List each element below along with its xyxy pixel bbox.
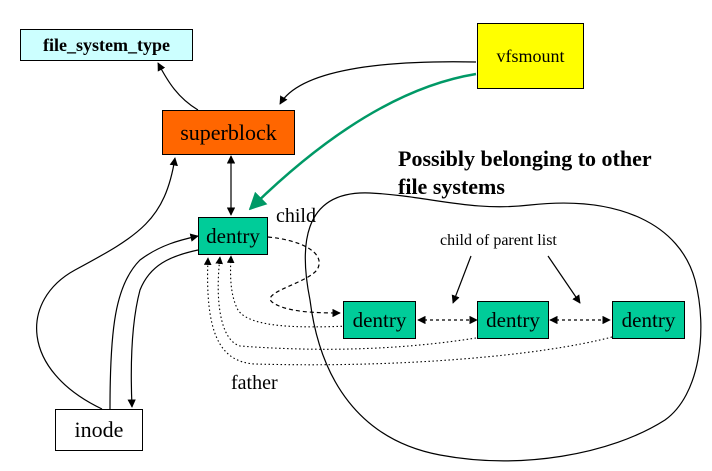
arrow-vfsmount-to-dentry bbox=[248, 72, 477, 211]
arrow-vfsmount-to-superblock bbox=[279, 61, 477, 105]
arrow-dentry-to-inode bbox=[127, 249, 199, 408]
dentry-main-label: dentry bbox=[206, 223, 260, 248]
file-system-type-box: file_system_type bbox=[20, 29, 193, 61]
arrow-father-link-1 bbox=[226, 255, 351, 328]
dentry-sibling-3-label: dentry bbox=[621, 307, 676, 332]
arrow-list-to-sibling-1 bbox=[451, 255, 472, 304]
inode-box: inode bbox=[55, 409, 143, 451]
child-label: child bbox=[276, 205, 316, 227]
arrow-father-link-3 bbox=[203, 257, 613, 366]
child-of-parent-list-label: child of parent list bbox=[440, 232, 557, 249]
region-title-line-2: file systems bbox=[398, 174, 505, 199]
arrow-inode-to-dentry bbox=[109, 233, 199, 410]
vfsmount-box: vfsmount bbox=[477, 23, 584, 89]
dentry-sibling-1-box: dentry bbox=[343, 301, 416, 339]
dentry-sibling-2-label: dentry bbox=[486, 307, 540, 332]
superblock-box: superblock bbox=[162, 110, 295, 155]
father-label: father bbox=[231, 372, 278, 394]
other-filesystems-region bbox=[304, 192, 702, 462]
inode-label: inode bbox=[74, 417, 124, 442]
arrow-child-link bbox=[267, 236, 341, 318]
arrow-list-to-sibling-2 bbox=[547, 255, 581, 304]
dentry-sibling-3-box: dentry bbox=[612, 301, 685, 339]
arrow-father-link-2 bbox=[215, 256, 477, 350]
file-system-type-label: file_system_type bbox=[43, 34, 170, 55]
dentry-sibling-1-label: dentry bbox=[352, 307, 407, 332]
arrow-inode-to-superblock bbox=[36, 157, 178, 410]
arrow-superblock-to-fstype bbox=[157, 62, 199, 111]
dentry-main-box: dentry bbox=[198, 217, 268, 255]
region-title-line-1: Possibly belonging to other bbox=[398, 146, 652, 171]
dentry-sibling-2-box: dentry bbox=[477, 301, 549, 339]
superblock-label: superblock bbox=[180, 119, 277, 145]
vfsmount-label: vfsmount bbox=[496, 45, 565, 66]
